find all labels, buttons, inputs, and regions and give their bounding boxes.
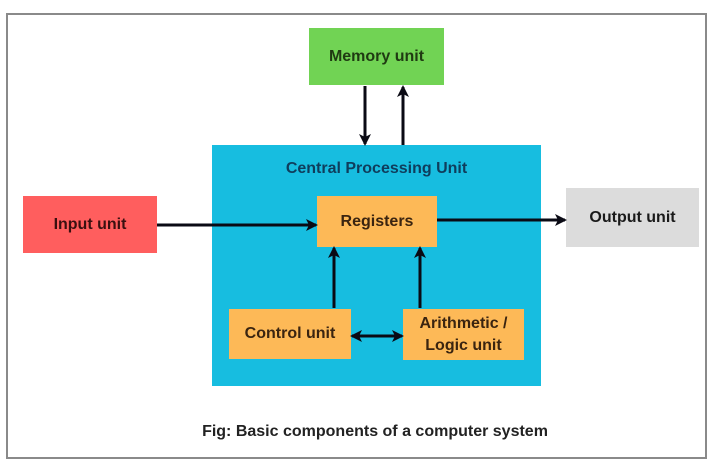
output-unit-node: Output unit	[566, 188, 699, 247]
control-unit-node: Control unit	[229, 309, 351, 359]
alu-label-line1: Arithmetic /	[419, 314, 508, 332]
input-unit-label: Input unit	[53, 215, 127, 233]
cpu-title: Central Processing Unit	[285, 160, 468, 177]
alu-label-line2: Logic unit	[425, 336, 502, 354]
registers-node: Registers	[317, 196, 437, 247]
alu-node: Arithmetic / Logic unit	[403, 309, 524, 360]
input-unit-node: Input unit	[23, 196, 157, 253]
output-unit-label: Output unit	[589, 208, 676, 226]
memory-unit-node: Memory unit	[309, 28, 444, 85]
registers-label: Registers	[340, 212, 414, 230]
control-unit-label: Control unit	[244, 325, 336, 343]
memory-unit-label: Memory unit	[328, 47, 425, 65]
figure-caption: Fig: Basic components of a computer syst…	[202, 423, 548, 440]
